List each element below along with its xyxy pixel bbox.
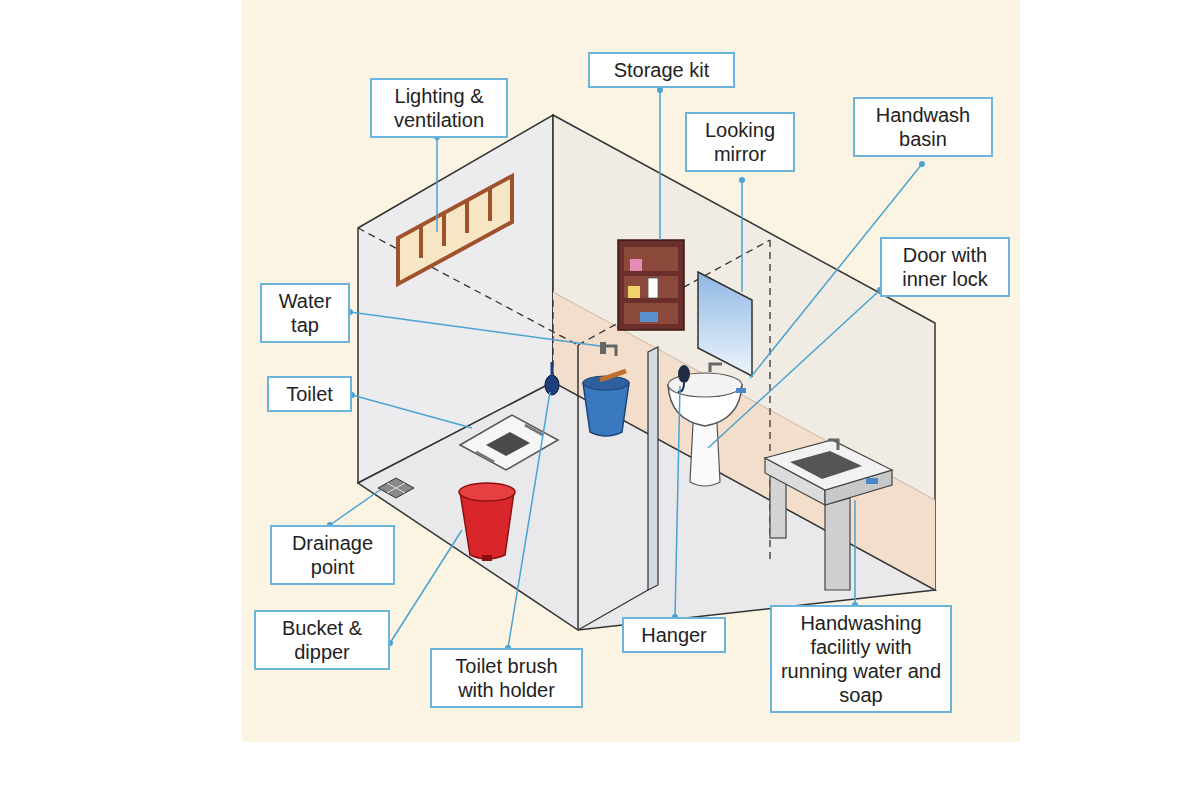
glass-door bbox=[648, 347, 658, 590]
toilet-brush bbox=[545, 362, 559, 395]
callout-box: Toilet brush with holder bbox=[430, 648, 583, 708]
callout-text: Lighting & ventilation bbox=[378, 84, 500, 132]
callout-text: Hanger bbox=[630, 623, 718, 647]
callout-text: Handwash basin bbox=[861, 103, 985, 151]
mirror bbox=[698, 272, 752, 376]
window bbox=[398, 176, 512, 284]
drain bbox=[378, 478, 414, 498]
panel-background bbox=[242, 0, 1020, 742]
callout-text: Drainage point bbox=[278, 531, 387, 579]
red-bucket bbox=[459, 483, 515, 561]
handwashing-counter bbox=[765, 440, 892, 590]
callout-box: Hanger bbox=[622, 617, 726, 653]
callout-box: Door with inner lock bbox=[880, 237, 1010, 297]
callout-text: Storage kit bbox=[596, 58, 727, 82]
callout-box: Toilet bbox=[267, 376, 352, 412]
callout-text: Toilet brush with holder bbox=[438, 654, 575, 702]
callout-text: Toilet bbox=[275, 382, 344, 406]
callout-text: Water tap bbox=[268, 289, 342, 337]
squat-toilet bbox=[460, 415, 558, 470]
callout-text: Handwashing facilitly with running water… bbox=[778, 611, 944, 707]
callout-box: Lighting & ventilation bbox=[370, 78, 508, 138]
leader-lines bbox=[330, 90, 922, 648]
floor bbox=[358, 382, 935, 630]
callout-box: Handwashing facilitly with running water… bbox=[770, 605, 952, 713]
callout-box: Storage kit bbox=[588, 52, 735, 88]
blue-bucket bbox=[583, 371, 629, 436]
callout-box: Looking mirror bbox=[685, 112, 795, 172]
partition-edge bbox=[577, 345, 579, 630]
callout-box: Water tap bbox=[260, 283, 350, 343]
storage-shelf bbox=[618, 240, 684, 330]
callout-box: Drainage point bbox=[270, 525, 395, 585]
callout-box: Bucket & dipper bbox=[254, 610, 390, 670]
leader-dots bbox=[327, 87, 925, 651]
callout-box: Handwash basin bbox=[853, 97, 993, 157]
hidden-edges bbox=[358, 228, 770, 560]
callout-text: Looking mirror bbox=[693, 118, 787, 166]
callout-text: Bucket & dipper bbox=[262, 616, 382, 664]
toilet-tap bbox=[600, 342, 616, 356]
callout-text: Door with inner lock bbox=[888, 243, 1002, 291]
